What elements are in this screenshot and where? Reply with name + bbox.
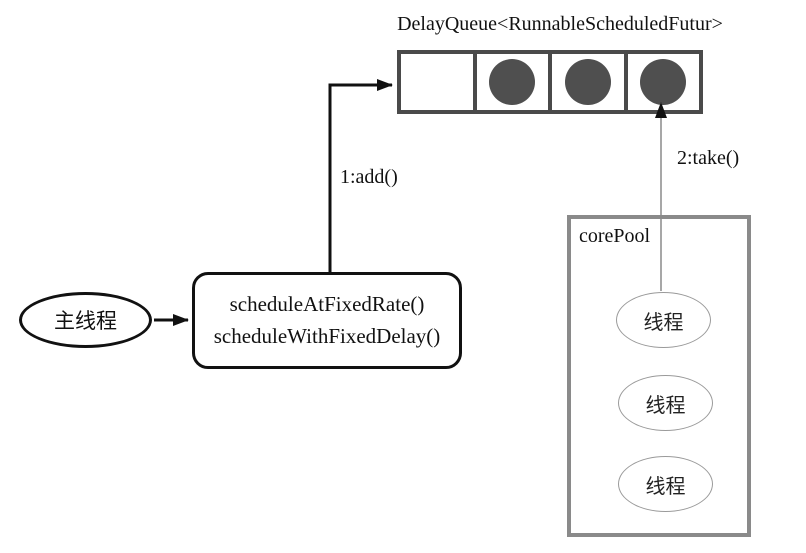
task-dot bbox=[564, 59, 611, 105]
queue-cell bbox=[628, 54, 700, 110]
queue-cell bbox=[552, 54, 628, 110]
scheduler-line-2: scheduleWithFixedDelay() bbox=[213, 323, 441, 348]
add-edge-label: 1:add() bbox=[340, 166, 398, 188]
thread-label: 线程 bbox=[643, 311, 684, 334]
queue-cell bbox=[477, 54, 552, 110]
task-dot bbox=[640, 59, 687, 105]
take-edge-label: 2:take() bbox=[677, 147, 740, 169]
queue-cell bbox=[401, 54, 477, 110]
main-thread-label: 主线程 bbox=[54, 309, 117, 333]
main-thread-node: 主线程 bbox=[19, 292, 152, 348]
scheduler-line-1: scheduleAtFixedRate() bbox=[229, 292, 425, 316]
thread-node: 线程 bbox=[616, 292, 711, 348]
thread-node: 线程 bbox=[618, 456, 713, 512]
thread-label: 线程 bbox=[645, 475, 686, 498]
task-dot bbox=[489, 59, 536, 105]
delay-queue bbox=[397, 50, 703, 114]
thread-label: 线程 bbox=[645, 394, 686, 417]
thread-node: 线程 bbox=[618, 375, 713, 431]
scheduler-node: scheduleAtFixedRate() scheduleWithFixedD… bbox=[192, 272, 462, 369]
core-pool-label: corePool bbox=[579, 225, 651, 247]
page-title: DelayQueue<RunnableScheduledFutur> bbox=[397, 13, 723, 35]
